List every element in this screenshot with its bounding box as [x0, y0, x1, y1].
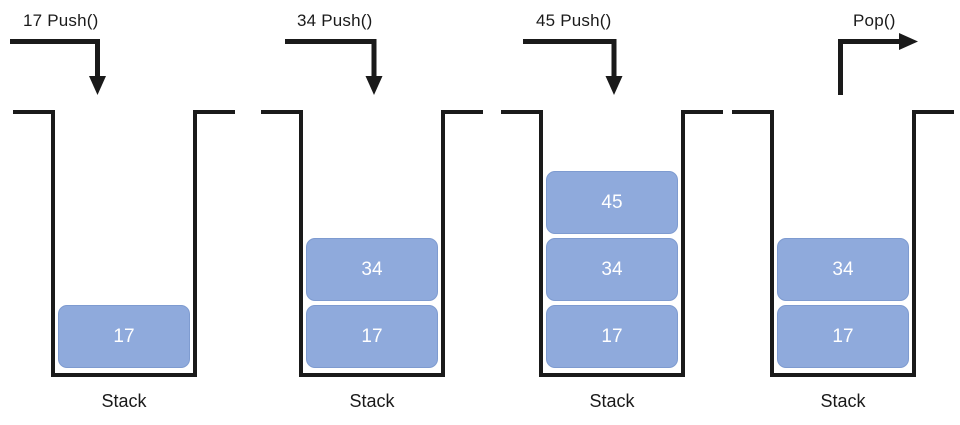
stack-lip-left	[732, 110, 772, 114]
stack-item: 17	[546, 305, 678, 368]
stack-item: 34	[546, 238, 678, 301]
stack-lip-right	[912, 110, 954, 114]
pop-arrow-icon	[838, 33, 918, 95]
stack-item: 17	[306, 305, 438, 368]
stack-item: 17	[777, 305, 909, 368]
stack-panel-1: 17 Push() 17 Stack	[10, 0, 235, 425]
stack-item: 34	[306, 238, 438, 301]
stack-item: 45	[546, 171, 678, 234]
stack-label: Stack	[101, 391, 147, 411]
push-arrow-icon	[285, 39, 383, 95]
stack-item: 17	[58, 305, 190, 368]
operation-label: 34 Push()	[297, 11, 373, 30]
push-arrow-icon	[10, 39, 106, 95]
operation-label: 17 Push()	[23, 11, 99, 30]
stack-item: 34	[777, 238, 909, 301]
stack-container: 45 34 17	[539, 110, 685, 377]
stack-lip-left	[501, 110, 541, 114]
stack-label: Stack	[820, 391, 866, 411]
stack-label: Stack	[349, 391, 395, 411]
stack-lip-left	[261, 110, 301, 114]
stack-label: Stack	[589, 391, 635, 411]
stack-panel-2: 34 Push() 34 17 Stack	[261, 0, 483, 425]
operation-label: Pop()	[853, 11, 896, 30]
stack-panel-4: Pop() 34 17 Stack	[732, 0, 954, 425]
stack-lip-left	[13, 110, 53, 114]
stack-panel-3: 45 Push() 45 34 17 Stack	[501, 0, 723, 425]
operation-label: 45 Push()	[536, 11, 612, 30]
stack-container: 34 17	[299, 110, 445, 377]
stack-lip-right	[441, 110, 483, 114]
stack-container: 34 17	[770, 110, 916, 377]
stack-lip-right	[681, 110, 723, 114]
push-arrow-icon	[523, 39, 623, 95]
stack-lip-right	[193, 110, 235, 114]
stack-container: 17	[51, 110, 197, 377]
